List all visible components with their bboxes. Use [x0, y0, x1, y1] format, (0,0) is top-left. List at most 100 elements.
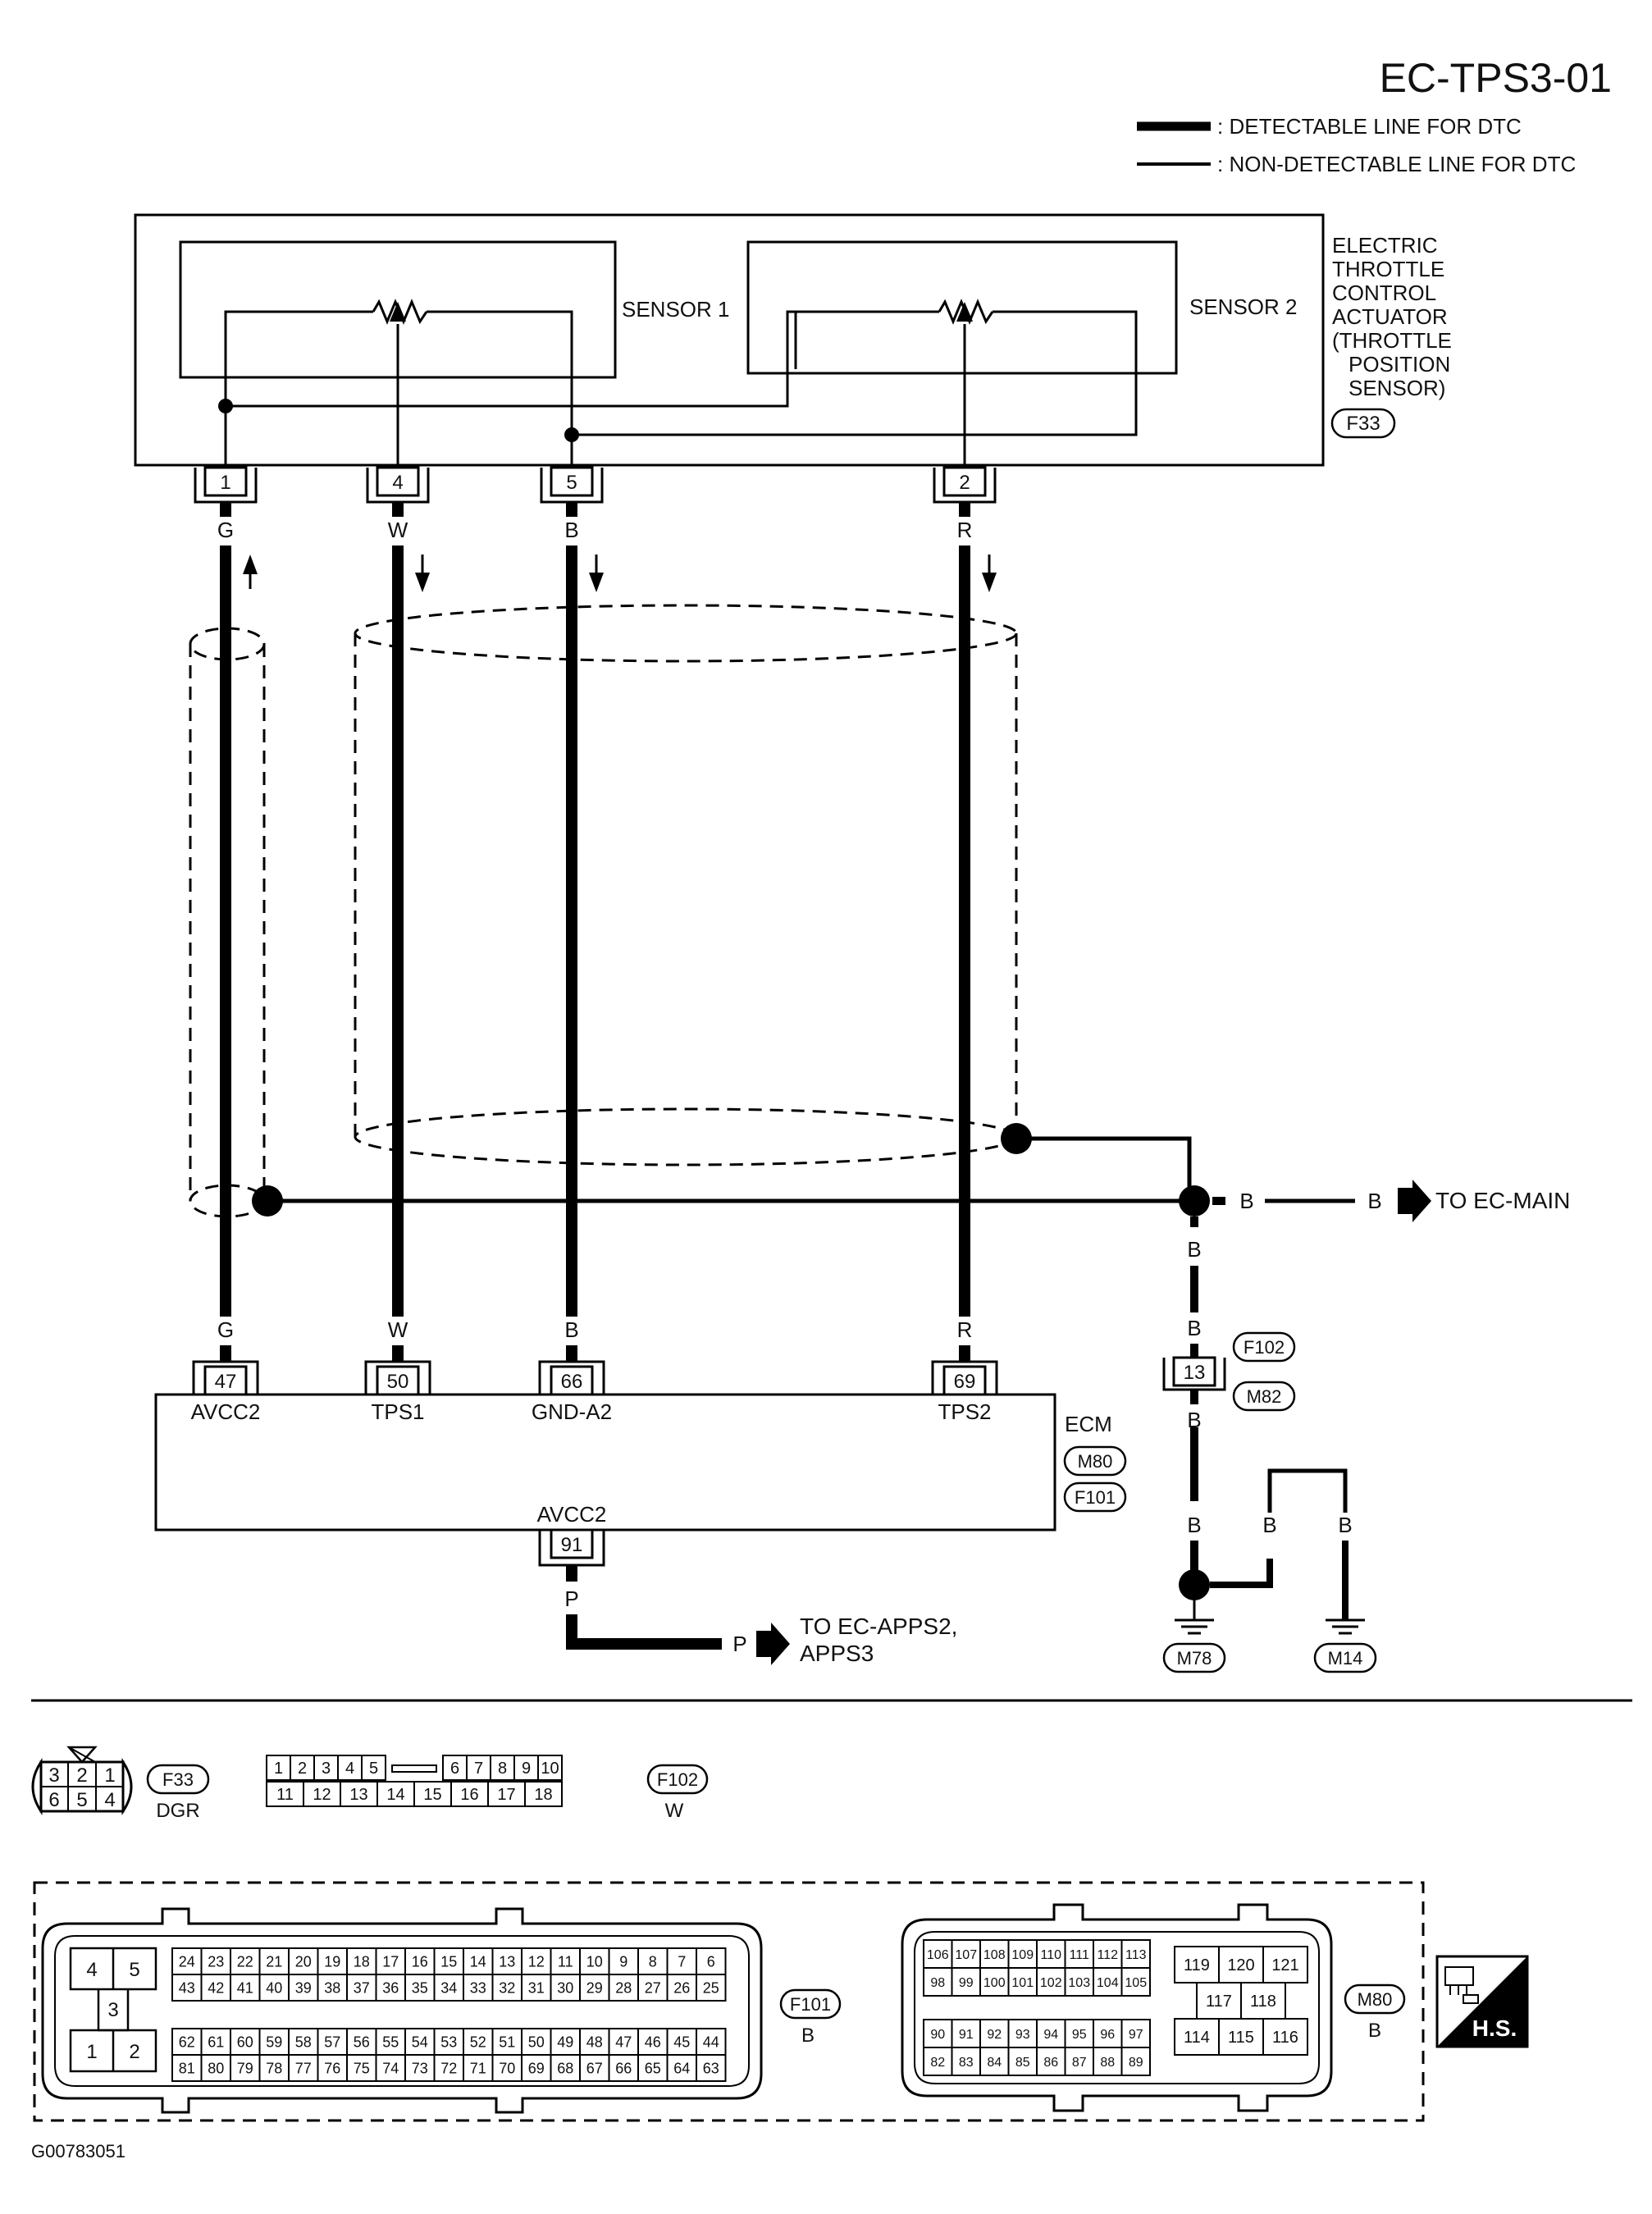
shield-ground-dot	[252, 1185, 283, 1217]
connector-pin-number: 48	[586, 2034, 603, 2050]
ground-symbol-icon	[1326, 1618, 1365, 1635]
connector-pin-number: 87	[1072, 2056, 1087, 2070]
connector-pin-cell	[524, 1781, 563, 1807]
connector-pin-number: 34	[440, 1979, 457, 1996]
connector-pin-number: 9	[522, 1760, 531, 1778]
connector-pin-number: 108	[983, 1948, 1006, 1962]
shield-ground-dot	[1001, 1123, 1032, 1154]
svg-text:SENSOR): SENSOR)	[1349, 376, 1445, 400]
connector-pin-number: 14	[386, 1786, 404, 1804]
f102-view-id: F102	[657, 1769, 698, 1790]
wire-color-p: P	[732, 1632, 746, 1656]
connector-pin-number: 38	[324, 1979, 340, 1996]
connector-pin-number: 76	[324, 2060, 340, 2076]
connector-pin-number: 28	[615, 1979, 632, 1996]
svg-text:91: 91	[561, 1534, 583, 1556]
connector-pin-number: 32	[499, 1979, 515, 1996]
connector-pin-number: 19	[324, 1953, 340, 1970]
svg-text:2: 2	[959, 472, 970, 494]
connector-pin-number: 106	[927, 1948, 949, 1962]
wire-color-b: B	[1239, 1189, 1253, 1213]
connector-pin-number: 1	[274, 1760, 283, 1778]
wire-color-r-bottom: R	[957, 1317, 973, 1342]
sensor1-label: SENSOR 1	[622, 297, 730, 322]
connector-pin-number: 2	[298, 1760, 307, 1778]
connector-pin-number: 118	[1250, 1993, 1276, 2011]
ecm-pin-69: 69	[931, 1360, 998, 1396]
connector-pin-number: 49	[557, 2034, 573, 2050]
dest-apps-line1: TO EC-APPS2,	[800, 1614, 957, 1639]
connector-pin-number: 120	[1227, 1956, 1254, 1974]
connector-pin-number: 78	[266, 2060, 282, 2076]
actuator-pin-1: 1	[194, 466, 258, 504]
connector-pin-cell	[361, 1755, 386, 1781]
svg-text:1: 1	[86, 2041, 97, 2063]
connector-pin-number: 17	[497, 1786, 515, 1804]
m80-color: B	[1368, 2020, 1381, 2042]
connector-pin-number: 18	[534, 1786, 552, 1804]
ecm-pin-name: TPS1	[371, 1399, 424, 1424]
connector-pin-number: 61	[208, 2034, 224, 2050]
p-wire	[566, 1614, 722, 1650]
connector-pin-number: 50	[528, 2034, 545, 2050]
connector-pin-cell	[696, 2054, 727, 2082]
connector-pin-number: 8	[498, 1760, 507, 1778]
wire-color-b: B	[1187, 1408, 1201, 1432]
wire-color-b: B	[1262, 1513, 1276, 1537]
f102-key-slot	[391, 1764, 437, 1773]
connector-pin-number: 51	[499, 2034, 515, 2050]
connector-pin-number: 89	[1129, 2056, 1143, 2070]
connector-pin-number: 121	[1271, 1956, 1298, 1974]
ground-splice-dot	[1179, 1569, 1210, 1600]
f33-view-badge	[146, 1764, 210, 1795]
connector-pin-number: 71	[470, 2060, 486, 2076]
connector-pin-number: 114	[1184, 2029, 1210, 2047]
svg-text:ELECTRIC: ELECTRIC	[1332, 233, 1438, 258]
dest-apps-line2: APPS3	[800, 1641, 874, 1666]
detectable-wires	[220, 502, 970, 1317]
connector-pin-number: 82	[930, 2056, 945, 2070]
svg-text:6: 6	[48, 1789, 59, 1811]
connector-pin-number: 96	[1100, 2028, 1115, 2042]
connector-pin-number: 4	[345, 1760, 354, 1778]
sensor-splice-dot	[564, 427, 579, 442]
connector-pin-number: 26	[673, 1979, 690, 1996]
connector-pin-number: 77	[295, 2060, 312, 2076]
connector-pin-number: 12	[528, 1953, 545, 1970]
m80-view-badge	[1344, 1983, 1406, 2015]
detectable-wires	[220, 1345, 970, 1362]
actuator-pin-2: 2	[933, 466, 997, 504]
connector-pin-number: 64	[673, 2060, 690, 2076]
connector-pin-number: 104	[1097, 1976, 1119, 1990]
connector-pin-number: 101	[1011, 1976, 1034, 1990]
connector-pin-number: 59	[266, 2034, 282, 2050]
svg-text:50: 50	[387, 1371, 409, 1393]
connector-pin-number: 74	[382, 2060, 399, 2076]
connector-pin-number: 65	[645, 2060, 661, 2076]
connector-pin-number: 109	[1011, 1948, 1034, 1962]
connector-pin-number: 13	[349, 1786, 367, 1804]
wire-color-b: B	[1338, 1513, 1352, 1537]
f33-connector-id: F33	[1346, 413, 1380, 435]
svg-text:(THROTTLE: (THROTTLE	[1332, 328, 1452, 353]
connector-pin-number: 98	[930, 1976, 945, 1990]
wire-color-w-top: W	[388, 518, 408, 542]
wire-color-b: B	[1187, 1237, 1201, 1262]
sensor-splice-dot	[218, 399, 233, 413]
shield-cylinders	[189, 604, 1018, 1218]
f102-view-badge	[646, 1764, 709, 1795]
connector-pin-number: 37	[354, 1979, 370, 1996]
f33-color: DGR	[156, 1800, 199, 1822]
svg-text:13: 13	[1184, 1362, 1206, 1384]
svg-text:4: 4	[104, 1789, 115, 1811]
connector-pin-number: 3	[322, 1760, 331, 1778]
connector-pin-number: 97	[1129, 2028, 1143, 2042]
connector-pin-cell	[537, 1755, 563, 1781]
connector-pin-cell	[1120, 1967, 1151, 1997]
connector-pin-number: 93	[1015, 2028, 1030, 2042]
ground-loop-wire	[1267, 1468, 1348, 1513]
connector-pin-number: 58	[295, 2034, 312, 2050]
connector-pin-number: 9	[619, 1953, 627, 1970]
connector-pin-number: 115	[1228, 2029, 1254, 2047]
